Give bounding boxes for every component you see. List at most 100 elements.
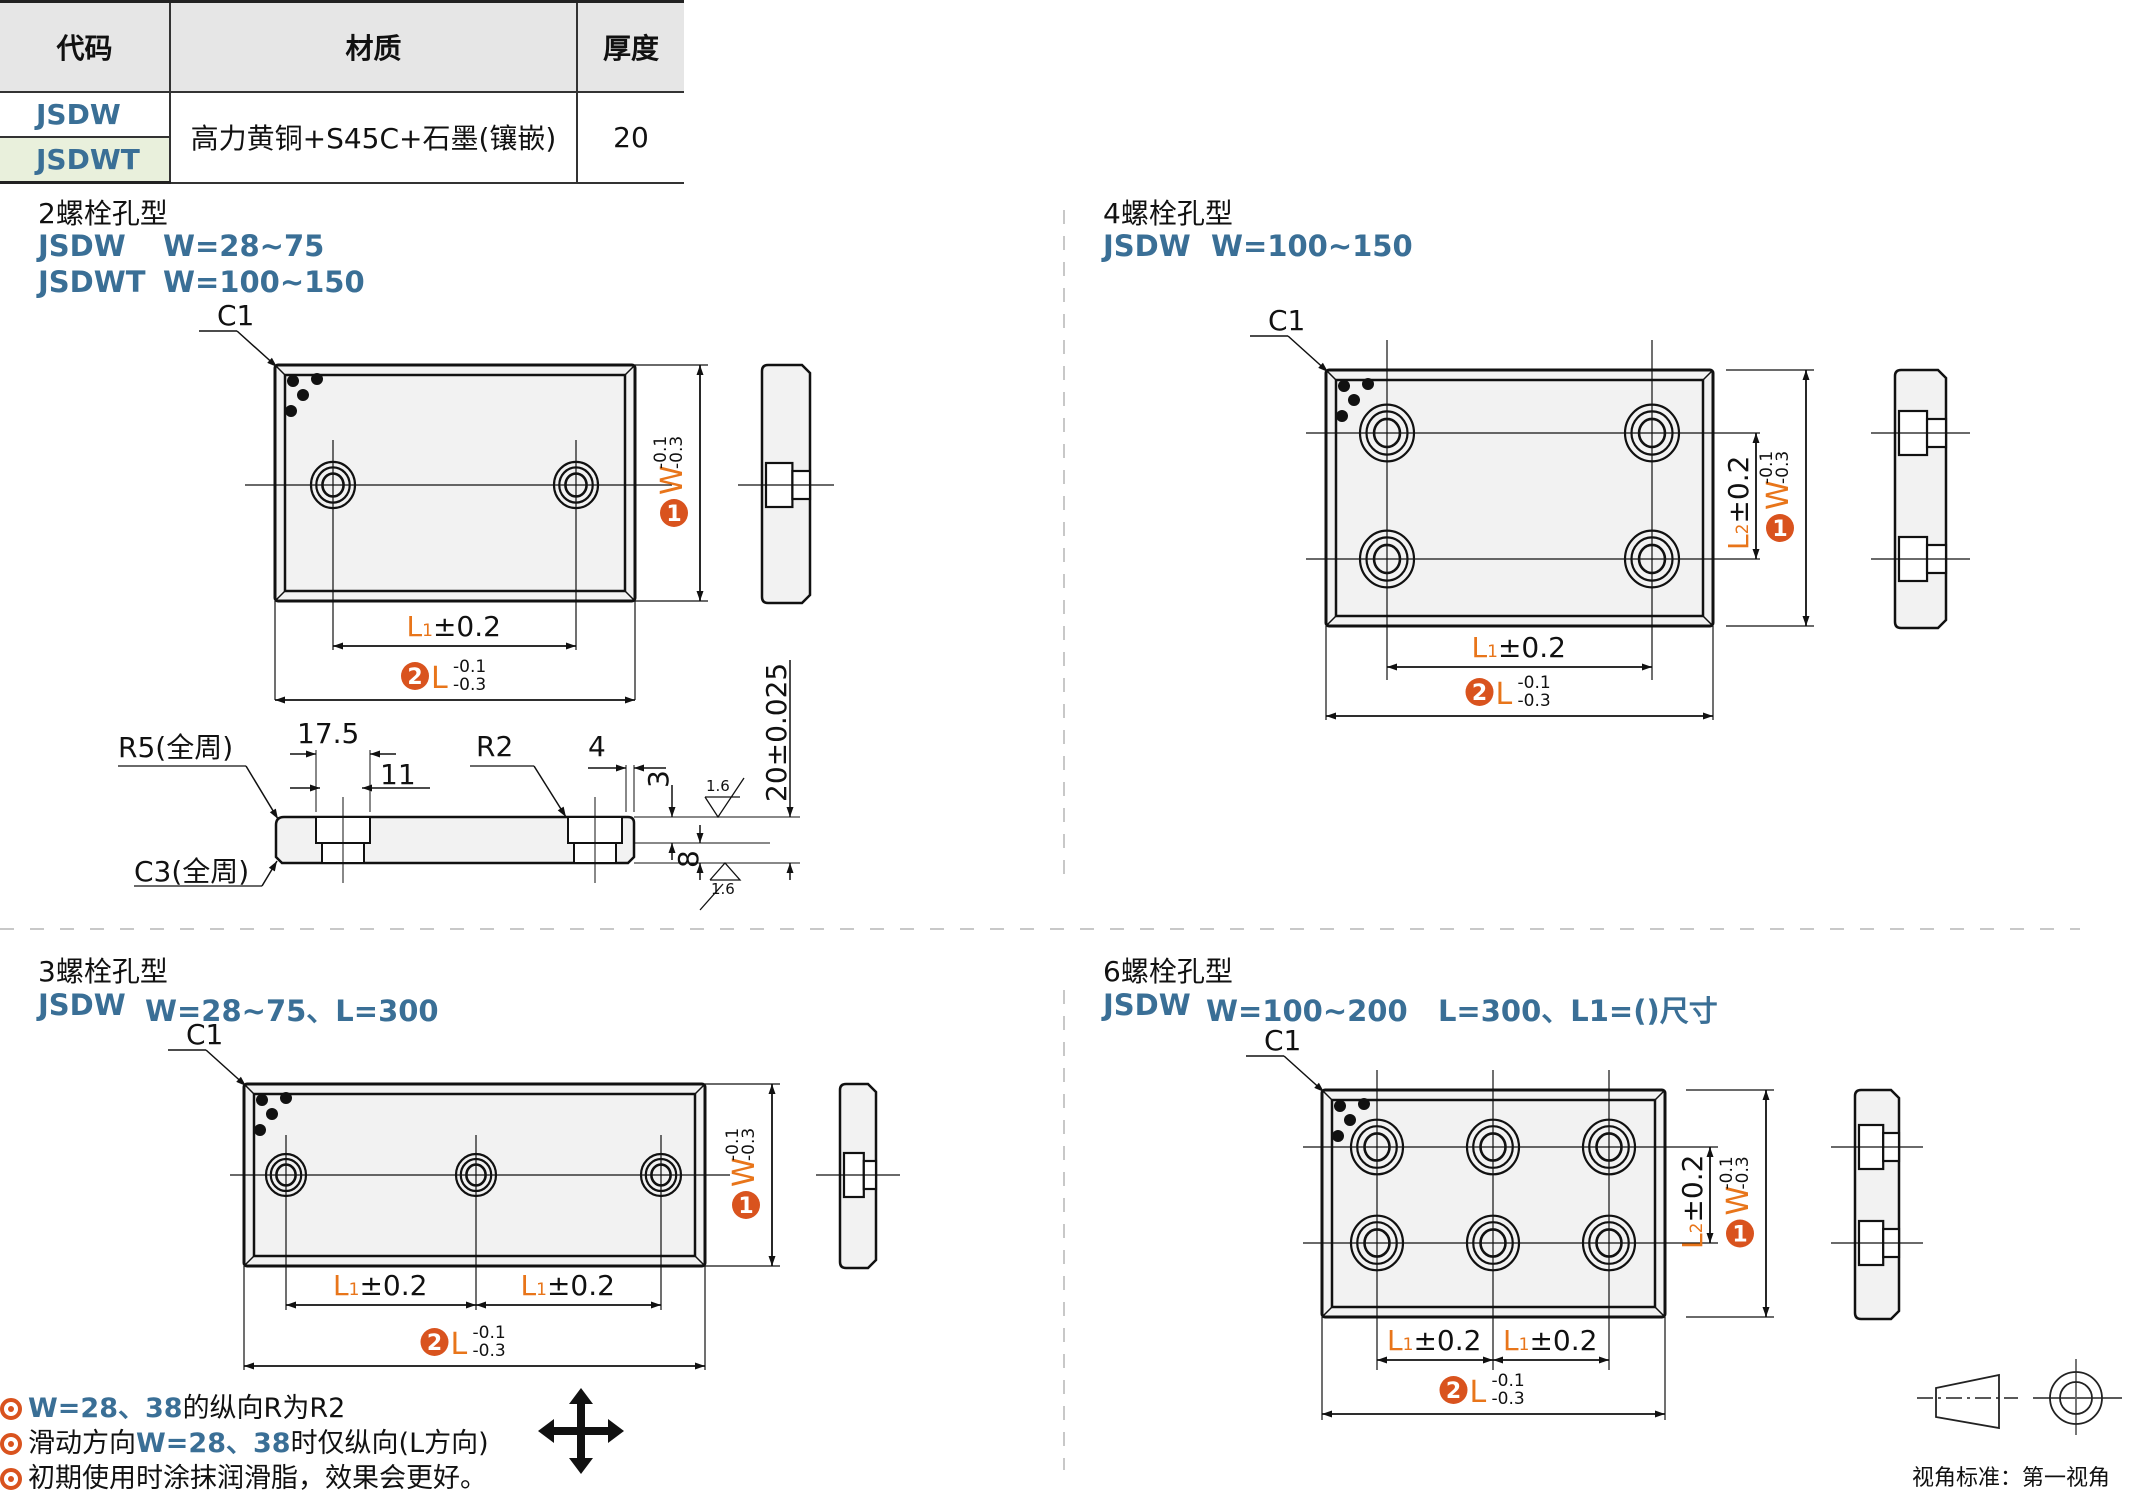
hole-dia-label: 11 [380, 758, 416, 791]
through-hole [1479, 1132, 1507, 1162]
bolt-hole [1623, 403, 1681, 463]
material-cell: 高力黄铜+S45C+石墨(镶嵌) [169, 91, 578, 184]
c1-leader [1283, 1055, 1325, 1093]
bolt-hole [1581, 1118, 1637, 1176]
counterbore-inner [1365, 410, 1409, 456]
side-view [738, 363, 834, 605]
counterbore-outer [264, 1152, 308, 1198]
bullet-icon [0, 1398, 22, 1420]
projection-label: 视角标准：第一视角 [1912, 1466, 2111, 1491]
through-hole [1479, 1228, 1507, 1258]
counterbore-inner [269, 1157, 303, 1193]
counterbore-inner [1588, 1125, 1630, 1169]
badge-number: 2 [427, 1331, 442, 1356]
note-2: 滑动方向W=28、38时仅纵向(L方向) [0, 1421, 489, 1460]
counterbore-inner [1356, 1125, 1398, 1169]
l-label: L [431, 661, 448, 696]
side-view [816, 1082, 900, 1270]
four-bolt-title: 4螺栓孔型 [1103, 197, 1233, 230]
counterbore-inner [1356, 1221, 1398, 1265]
graphite-dot [285, 405, 297, 417]
depth1-label: 3 [642, 770, 675, 788]
bolt-hole [454, 1152, 498, 1198]
note-2-text-after: 时仅纵向(L方向) [290, 1428, 489, 1459]
counterbore-outer [1581, 1214, 1637, 1272]
graphite-dot [1344, 1114, 1356, 1126]
note-1: W=28、38的纵向R为R2 [0, 1386, 345, 1425]
w-dimension-label: 1W-0.1-0.3 [1757, 451, 1796, 542]
badge-circle [420, 1328, 449, 1356]
badge-2: 2 [1439, 1376, 1468, 1404]
c1-leader [1287, 335, 1329, 373]
graphite-dot [1332, 1130, 1344, 1142]
roughness-symbol-bottom [699, 862, 742, 911]
graphite-dot [1336, 410, 1348, 422]
c1-label: C1 [186, 1018, 223, 1051]
roughness-top-label: 1.6 [706, 777, 730, 795]
badge-1: 1 [1726, 1219, 1754, 1248]
graphite-dot [1358, 1098, 1370, 1110]
line [1702, 615, 1714, 627]
counterbore-outer [1358, 403, 1416, 463]
l1-label: L1±0.2 [407, 610, 501, 643]
w-label: W [1761, 480, 1796, 510]
l-tol-upper: -0.1 [453, 657, 486, 677]
side-view [1831, 1088, 1923, 1321]
badge-number: 1 [666, 502, 681, 527]
plate-outline [1324, 368, 1715, 628]
counterbore-outer [1581, 1118, 1637, 1176]
roughness-bottom-label: 1.6 [711, 880, 735, 898]
bolt-hole [1623, 529, 1681, 589]
badge-circle [1726, 1219, 1754, 1248]
l-tol-upper: -0.1 [1518, 673, 1551, 693]
through-hole [1637, 417, 1667, 449]
graphite-dot [266, 1108, 278, 1120]
line [624, 364, 636, 376]
bolt-hole [1581, 1214, 1637, 1272]
six-bolt-title: 6螺栓孔型 [1103, 955, 1233, 988]
bolt-hole [552, 460, 600, 510]
l-tol-upper: -0.1 [473, 1323, 506, 1343]
c1-label: C1 [1268, 304, 1305, 337]
w-dimension-label: 1W-0.1-0.3 [651, 436, 690, 527]
code-jsdwt: JSDWT [0, 136, 170, 184]
graphite-dot [1348, 394, 1360, 406]
through-hole [1363, 1132, 1391, 1162]
header-thickness: 厚度 [576, 0, 684, 93]
bolt-hole [1465, 1118, 1521, 1176]
badge-number: 2 [1472, 681, 1487, 706]
badge-2: 2 [420, 1328, 449, 1356]
cb-dia-label: 17.5 [297, 717, 360, 750]
w-tol-lower: -0.3 [1733, 1156, 1753, 1189]
roughness-symbol-top [704, 777, 745, 819]
l1-label: L1±0.2 [1503, 1324, 1597, 1357]
l-label: L [1470, 1375, 1487, 1410]
line [274, 590, 286, 602]
w-label: W [655, 465, 690, 495]
note-2-highlight: W=28、38 [136, 1428, 291, 1459]
graphite-dot [311, 373, 323, 385]
c3-leader [261, 860, 278, 887]
through-hole [1595, 1228, 1623, 1258]
badge-number: 1 [1772, 517, 1787, 542]
counterbore-outer [454, 1152, 498, 1198]
three-bolt-range: W=28~75、L=300 [145, 994, 439, 1028]
c1-leader [205, 1049, 247, 1087]
through-hole [1372, 543, 1402, 575]
note-3-text: 初期使用时涂抹润滑脂，效果会更好。 [28, 1463, 487, 1494]
through-hole [321, 472, 345, 498]
r2-label: R2 [476, 730, 514, 763]
thickness-dim-label: 20±0.025 [760, 662, 793, 802]
l-tol-upper: -0.1 [1492, 1371, 1525, 1391]
counterbore-outer [1465, 1118, 1521, 1176]
badge-number: 2 [407, 665, 422, 690]
l-tol-lower: -0.3 [453, 675, 486, 695]
bolt-hole [309, 460, 357, 510]
counterbore-inner [644, 1157, 678, 1193]
graphite-dot [1338, 380, 1350, 392]
